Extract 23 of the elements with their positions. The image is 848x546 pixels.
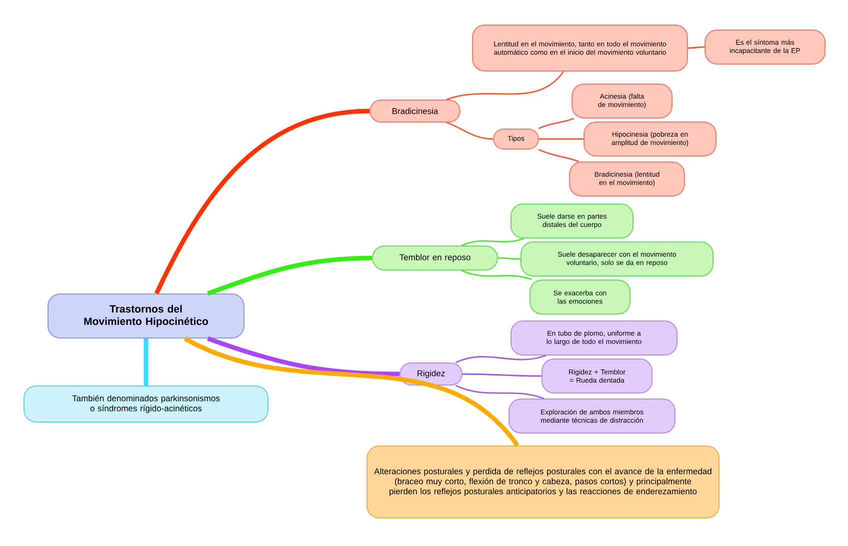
branch-line bbox=[207, 256, 372, 296]
branch-line bbox=[688, 46, 705, 49]
topic-box: Alteraciones posturales y perdida de reflejos posturales con el avance de la enfermedad (braceo muy corto, flexión de tronco y cabeza, pasos cortos) y principalmente pierden los reflejos posturales anticipatorios y las reacciones de enderezamiento bbox=[366, 446, 720, 518]
branch-line bbox=[455, 384, 544, 400]
branch-line bbox=[184, 336, 520, 447]
branch-line bbox=[154, 108, 370, 294]
branch-line bbox=[462, 270, 532, 280]
branch-line bbox=[207, 336, 400, 376]
branch-line bbox=[446, 71, 564, 100]
topic-box: Bradicinesia bbox=[370, 100, 460, 122]
branch-line bbox=[538, 148, 580, 162]
topic-box: Rigidez bbox=[400, 362, 462, 386]
topic-box: También denominados parkinsonismos o síndromes rígido-acinéticos bbox=[24, 386, 268, 422]
branch-line bbox=[462, 238, 524, 246]
central-topic-box: Trastornos del Movimiento Hipocinético bbox=[48, 294, 244, 338]
branch-line bbox=[539, 138, 584, 140]
branch-line bbox=[455, 354, 546, 364]
branch-line bbox=[462, 373, 542, 377]
branch-line bbox=[144, 338, 148, 386]
branch-line bbox=[446, 122, 494, 140]
branch-line bbox=[498, 257, 521, 260]
topic-box: Temblor en reposo bbox=[372, 246, 498, 270]
branch-line bbox=[538, 118, 574, 130]
